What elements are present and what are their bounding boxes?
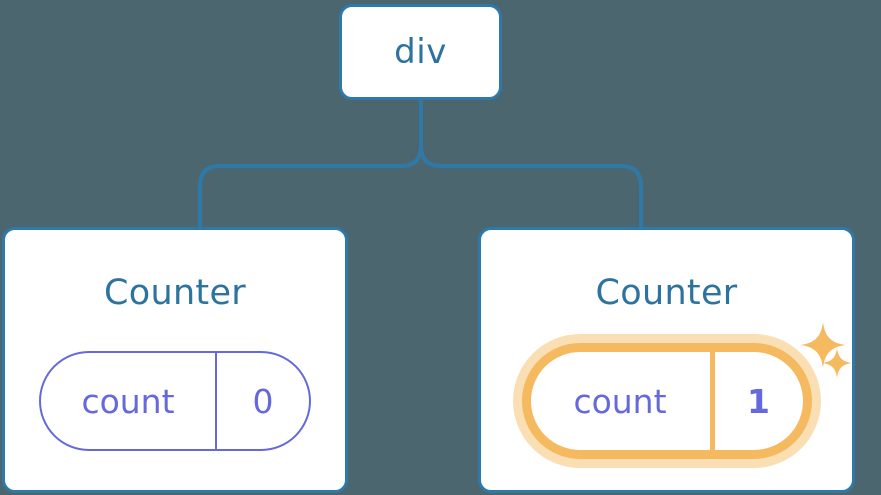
state-key-label: count	[81, 381, 175, 421]
component-title: Counter	[595, 273, 738, 313]
state-pill-wrapper: count 1	[521, 343, 812, 459]
state-value-label: 1	[747, 381, 770, 421]
state-pill-wrapper: count 0	[39, 351, 311, 451]
state-key-label: count	[573, 381, 667, 421]
state-pill[interactable]: count 0	[39, 351, 311, 451]
component-card-counter-left[interactable]: Counter count 0	[2, 227, 348, 493]
root-node-div[interactable]: div	[339, 4, 502, 100]
state-key-cell: count	[41, 353, 217, 449]
component-card-counter-right[interactable]: Counter count 1	[478, 227, 855, 493]
state-key-cell: count	[531, 352, 715, 450]
sparkle-icon	[822, 348, 852, 378]
state-value-cell: 0	[217, 353, 309, 449]
root-node-label: div	[394, 32, 447, 72]
state-pill-highlighted[interactable]: count 1	[521, 343, 812, 459]
component-title: Counter	[104, 273, 246, 313]
state-value-cell: 1	[715, 352, 803, 450]
state-value-label: 0	[252, 381, 274, 421]
sparkle-icon	[800, 322, 846, 368]
